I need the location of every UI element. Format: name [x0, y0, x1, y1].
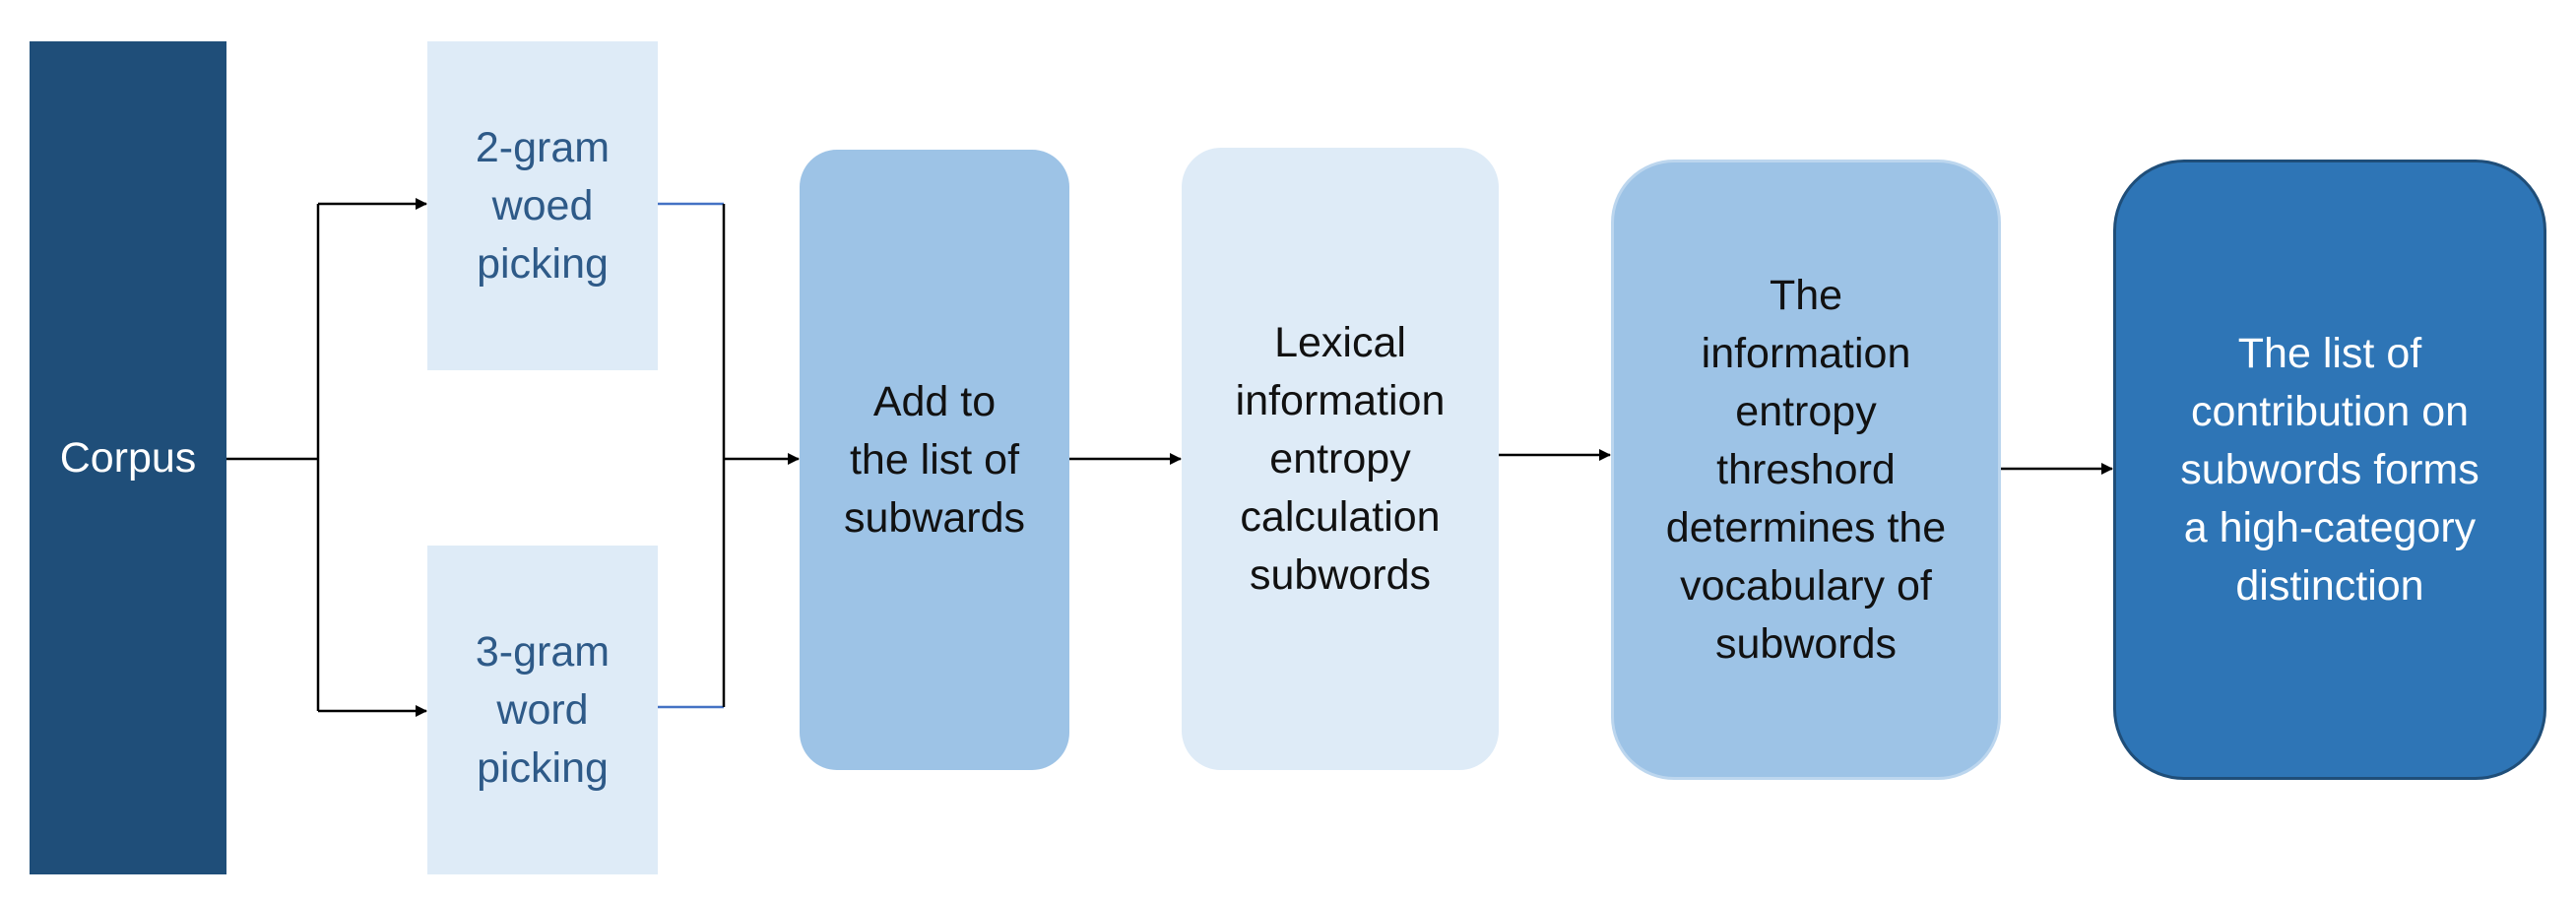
bigram-picking-label: 2-gram woed picking — [475, 123, 611, 288]
corpus-label: Corpus — [59, 433, 197, 482]
final-list-box: The list of contribution on subwords for… — [2113, 160, 2546, 780]
entropy-threshold-label: The information entropy threshord determ… — [1665, 271, 1947, 668]
lexical-entropy-box: Lexical information entropy calculation … — [1182, 148, 1499, 770]
corpus-box: Corpus — [30, 41, 226, 874]
bigram-picking-box: 2-gram woed picking — [427, 41, 658, 370]
entropy-threshold-box: The information entropy threshord determ… — [1611, 160, 2001, 780]
lexical-entropy-label: Lexical information entropy calculation … — [1235, 318, 1446, 599]
trigram-picking-label: 3-gram word picking — [475, 627, 611, 792]
final-list-label: The list of contribution on subwords for… — [2180, 329, 2479, 610]
add-to-list-box: Add to the list of subwards — [800, 150, 1069, 770]
add-to-list-label: Add to the list of subwards — [843, 377, 1026, 542]
trigram-picking-box: 3-gram word picking — [427, 546, 658, 874]
